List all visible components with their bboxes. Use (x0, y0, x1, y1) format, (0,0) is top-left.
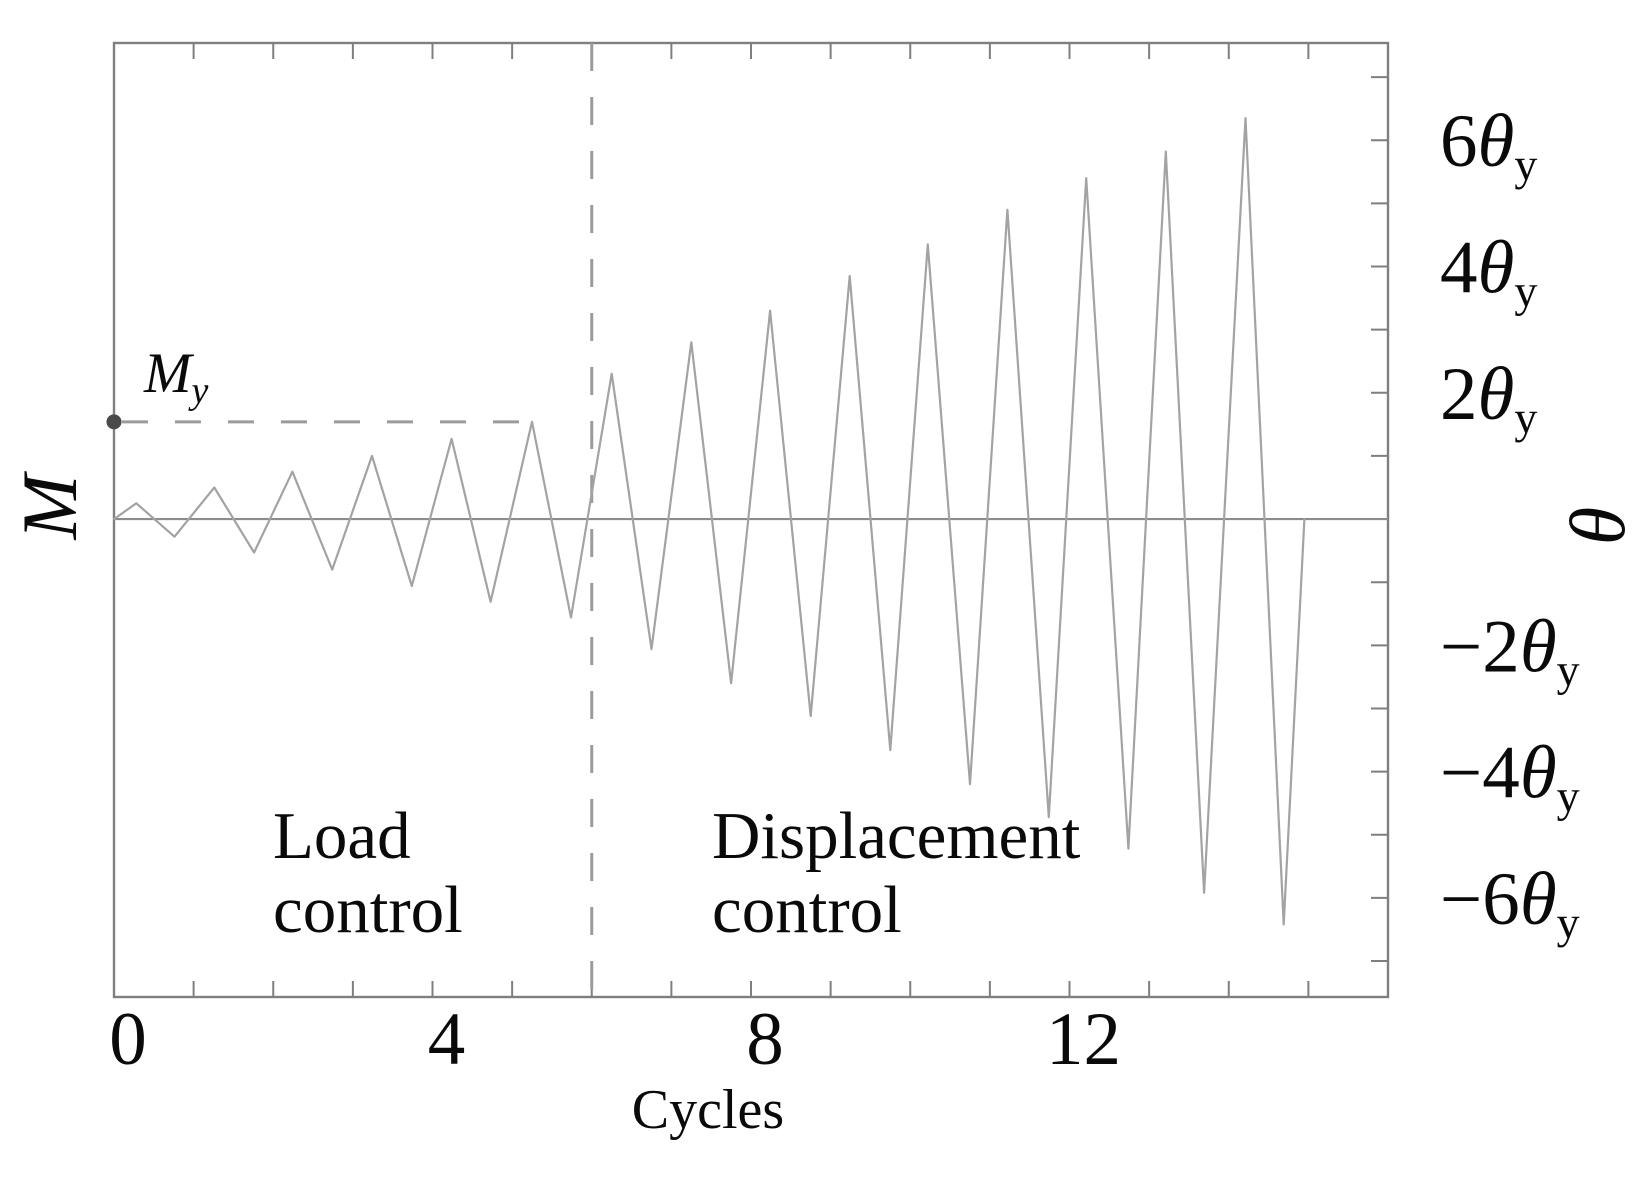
x-tick-label: 4 (428, 998, 466, 1081)
theta-tick-label: 6θy (1440, 100, 1537, 190)
x-axis-title: Cycles (632, 1079, 784, 1141)
yield-moment-marker (106, 414, 122, 430)
yield-moment-label: My (143, 342, 208, 412)
theta-tick-label: 2θy (1440, 353, 1537, 443)
loading-history-line (112, 116, 1306, 926)
series-layer (112, 116, 1306, 926)
label-layer: Cycles M θ 0 4 8 12 6θy 4θy 2θy −2θy −4θy −6θy MyL… (6, 100, 1641, 1141)
theta-tick-label: 4θy (1440, 227, 1537, 317)
y-axis-title-left: M (6, 470, 93, 540)
theta-tick-label: −4θy (1440, 732, 1580, 822)
x-tick-label: 0 (109, 998, 147, 1081)
x-tick-label: 12 (1046, 998, 1121, 1081)
x-tick-label: 8 (746, 998, 784, 1081)
reference-layer (106, 43, 1388, 997)
y-axis-title-right: θ (1554, 507, 1641, 545)
theta-tick-label: −6θy (1440, 858, 1580, 948)
theta-tick-label: −2θy (1440, 605, 1580, 695)
